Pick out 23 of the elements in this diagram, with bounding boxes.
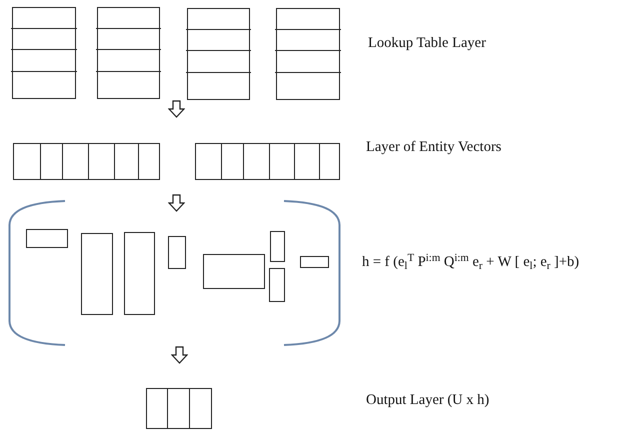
lookup-table (276, 8, 340, 100)
matrix-block (124, 232, 155, 315)
lookup-table (187, 8, 250, 100)
block-arrow (171, 346, 188, 364)
matrix-block (26, 229, 68, 248)
matrix-block (270, 231, 285, 262)
output-vector (146, 388, 212, 429)
entity-vector (195, 143, 340, 180)
formula-label: h = f (e$_{l}$$^{T}$ P$^{i:m}$ Q$^{i:m}$ e$_{r}$ + W [ e$_{l}$; e$_{r}$ ]+b) (362, 253, 580, 271)
entity-vector (13, 143, 160, 180)
matrix-block (300, 256, 329, 268)
matrix-block (81, 233, 113, 315)
block-arrow (168, 194, 185, 212)
matrix-block (269, 268, 285, 302)
matrix-block (168, 236, 186, 269)
layer-label: Layer of Entity Vectors (366, 138, 502, 156)
layer-label: Output Layer (U x h) (366, 391, 490, 409)
lookup-table (12, 7, 76, 99)
bracket-group (8, 200, 341, 346)
layer-label: Lookup Table Layer (368, 34, 486, 52)
block-arrow (168, 100, 185, 118)
lookup-table (97, 7, 160, 99)
matrix-block (203, 254, 265, 289)
